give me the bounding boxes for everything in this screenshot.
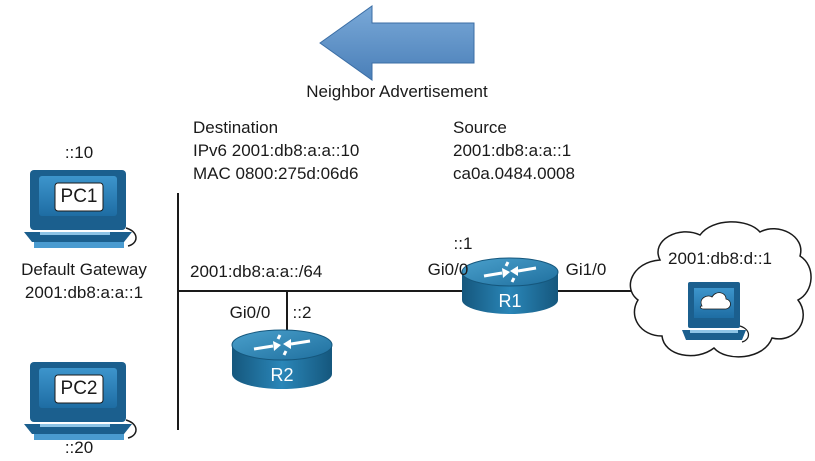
destination-mac: MAC 0800:275d:06d6 [193, 164, 359, 183]
r1-label: R1 [498, 291, 522, 311]
r2-router-icon [231, 329, 333, 389]
r1-wan-interface: Gi1/0 [565, 260, 607, 279]
arrow-caption: Neighbor Advertisement [306, 82, 488, 101]
pc2-address: ::20 [64, 438, 94, 457]
remote-network-address: 2001:db8:d::1 [668, 249, 772, 268]
pc2-icon [24, 362, 137, 440]
lan-prefix: 2001:db8:a:a::/64 [190, 262, 323, 281]
source-ipv6: 2001:db8:a:a::1 [453, 141, 572, 160]
source-mac: ca0a.0484.0008 [453, 164, 575, 183]
neighbor-advertisement-arrow [319, 5, 475, 81]
pc1-address: ::10 [64, 143, 94, 162]
server-icon [682, 282, 750, 343]
pc1-label: PC1 [60, 186, 98, 207]
default-gateway-label: Default Gateway [21, 260, 147, 279]
r1-router-icon [461, 257, 559, 314]
r2-interface-address: ::2 [292, 303, 312, 322]
source-heading: Source [453, 118, 507, 137]
r2-label: R2 [270, 365, 294, 385]
r1-lan-address: ::1 [453, 234, 473, 253]
pc1-icon [24, 170, 137, 248]
r2-interface: Gi0/0 [229, 303, 271, 322]
default-gateway-address: 2001:db8:a:a::1 [24, 283, 144, 302]
pc2-label: PC2 [60, 378, 98, 399]
r1-lan-interface: Gi0/0 [427, 260, 469, 279]
destination-ipv6: IPv6 2001:db8:a:a::10 [193, 141, 360, 160]
destination-heading: Destination [193, 118, 279, 137]
